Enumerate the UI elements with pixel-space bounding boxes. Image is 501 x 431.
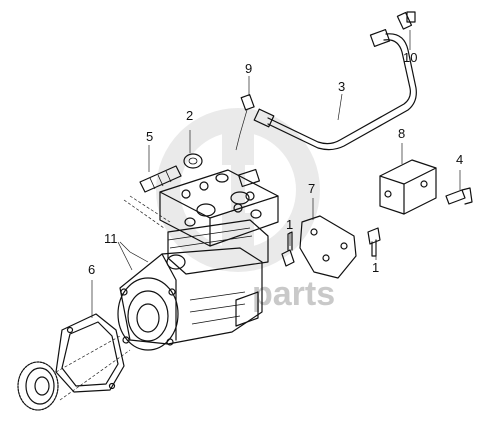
part-7-bracket bbox=[299, 198, 357, 279]
part-4-screw bbox=[445, 170, 473, 205]
callout-11: 11 bbox=[104, 231, 118, 246]
part-2-washer bbox=[183, 130, 203, 169]
leader-3 bbox=[337, 93, 343, 121]
callout-10: 10 bbox=[403, 50, 417, 65]
part-11-compressor-body bbox=[117, 219, 269, 351]
callout-5: 5 bbox=[146, 129, 153, 144]
cylinder-head bbox=[159, 168, 279, 247]
part-10-elbow-fitting bbox=[396, 11, 416, 30]
part-6-gasket bbox=[55, 280, 125, 393]
callout-3: 3 bbox=[338, 79, 345, 94]
callout-1-a: 1 bbox=[286, 217, 293, 232]
drive-gear bbox=[17, 361, 59, 411]
gd-logo-watermark bbox=[156, 108, 320, 272]
callout-8: 8 bbox=[398, 126, 405, 141]
watermark-text: parts bbox=[252, 275, 335, 313]
part-3-pipe bbox=[253, 29, 417, 151]
part-9-fitting bbox=[235, 94, 255, 151]
callout-4: 4 bbox=[456, 152, 463, 167]
callout-6: 6 bbox=[88, 262, 95, 277]
part-1-bolt-a bbox=[281, 231, 295, 267]
part-1-bolt-b bbox=[367, 227, 381, 260]
callout-7: 7 bbox=[308, 181, 315, 196]
leader-11 bbox=[117, 241, 133, 271]
part-8-block bbox=[379, 143, 437, 215]
callout-9: 9 bbox=[245, 61, 252, 76]
callout-2: 2 bbox=[186, 108, 193, 123]
part-5-stud bbox=[139, 145, 182, 193]
callout-1-b: 1 bbox=[372, 260, 379, 275]
